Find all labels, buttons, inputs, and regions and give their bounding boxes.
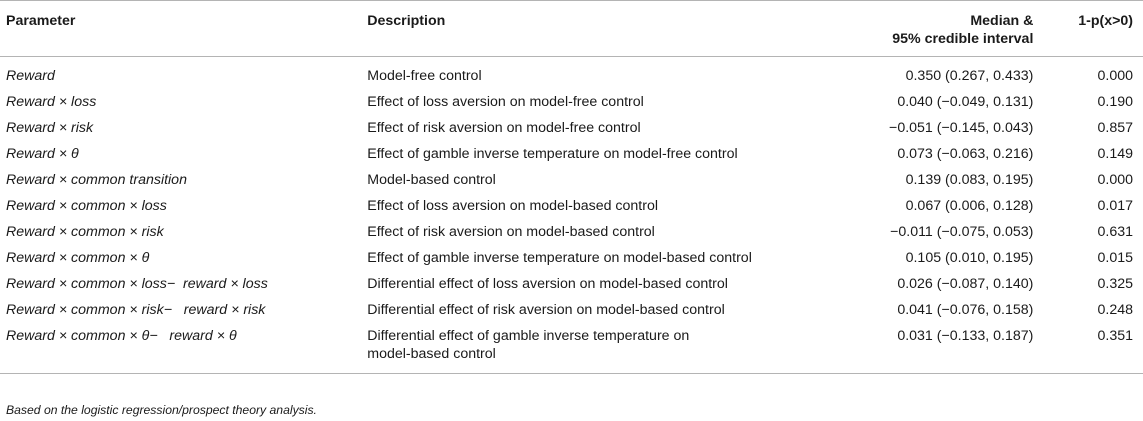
row-median: 0.040 (−0.049, 0.131) bbox=[897, 94, 1034, 110]
row-median: 0.067 (0.006, 0.128) bbox=[905, 198, 1034, 214]
table-row: Reward × common × loss Effect of loss av… bbox=[0, 194, 1143, 220]
row-parameter: Reward × common × risk− reward × risk bbox=[6, 302, 266, 318]
row-probability: 0.248 bbox=[1097, 302, 1133, 318]
row-median: −0.011 (−0.075, 0.053) bbox=[890, 224, 1034, 240]
table-row: Reward × risk Effect of risk aversion on… bbox=[0, 116, 1143, 142]
table-row: Reward × common × risk− reward × risk Di… bbox=[0, 298, 1143, 324]
row-description: Effect of gamble inverse temperature on … bbox=[367, 250, 752, 266]
row-median: 0.350 (0.267, 0.433) bbox=[905, 68, 1034, 84]
row-description: Effect of loss aversion on model-free co… bbox=[367, 94, 644, 110]
header-median-line2: 95% credible interval bbox=[892, 31, 1034, 47]
row-median: 0.031 (−0.133, 0.187) bbox=[824, 324, 1034, 374]
row-probability: 0.000 bbox=[1097, 68, 1133, 84]
row-median: −0.051 (−0.145, 0.043) bbox=[889, 120, 1034, 136]
table-row: Reward × loss Effect of loss aversion on… bbox=[0, 90, 1143, 116]
row-probability: 0.015 bbox=[1097, 250, 1133, 266]
header-row: Parameter Description Median & 95% credi… bbox=[0, 0, 1143, 57]
row-parameter: Reward × common × risk bbox=[6, 224, 164, 240]
table-row: Reward × common × θ Effect of gamble inv… bbox=[0, 246, 1143, 272]
row-description: Effect of risk aversion on model-free co… bbox=[367, 120, 641, 136]
row-description: Effect of risk aversion on model-based c… bbox=[367, 224, 655, 240]
row-probability: 0.149 bbox=[1097, 146, 1133, 162]
table-row: Reward × common × θ− reward × θ Differen… bbox=[0, 324, 1143, 374]
row-median: 0.139 (0.083, 0.195) bbox=[905, 172, 1034, 188]
table-row: Reward × common × loss− reward × loss Di… bbox=[0, 272, 1143, 298]
row-median: 0.041 (−0.076, 0.158) bbox=[897, 302, 1034, 318]
row-parameter: Reward × common × θ− reward × θ bbox=[0, 324, 368, 374]
table-row: Reward Model-free control 0.350 (0.267, … bbox=[0, 57, 1143, 91]
row-median: 0.105 (0.010, 0.195) bbox=[905, 250, 1034, 266]
table-header: Parameter Description Median & 95% credi… bbox=[0, 0, 1143, 57]
row-description: Model-free control bbox=[367, 68, 482, 84]
row-probability: 0.000 bbox=[1097, 172, 1133, 188]
row-probability: 0.857 bbox=[1097, 120, 1133, 136]
row-parameter: Reward × common × loss bbox=[6, 198, 167, 214]
row-probability: 0.351 bbox=[1033, 324, 1143, 374]
header-probability: 1-p(x>0) bbox=[1033, 0, 1143, 57]
table-body: Reward Model-free control 0.350 (0.267, … bbox=[0, 57, 1143, 374]
row-description: Effect of gamble inverse temperature on … bbox=[367, 146, 738, 162]
row-description-line2: model-based control bbox=[367, 346, 496, 362]
row-parameter: Reward × θ bbox=[6, 146, 79, 162]
row-probability: 0.631 bbox=[1097, 224, 1133, 240]
row-probability: 0.325 bbox=[1097, 276, 1133, 292]
row-description: Differential effect of gamble inverse te… bbox=[367, 324, 825, 374]
table-footnote: Based on the logistic regression/prospec… bbox=[6, 403, 317, 417]
results-table: Parameter Description Median & 95% credi… bbox=[0, 0, 1143, 374]
row-parameter: Reward bbox=[6, 68, 55, 84]
row-probability: 0.190 bbox=[1097, 94, 1133, 110]
row-description: Differential effect of loss aversion on … bbox=[367, 276, 728, 292]
row-description: Effect of loss aversion on model-based c… bbox=[367, 198, 659, 214]
row-probability: 0.017 bbox=[1097, 198, 1133, 214]
row-description-line1: Differential effect of gamble inverse te… bbox=[367, 328, 690, 344]
header-parameter: Parameter bbox=[0, 0, 368, 57]
table-row: Reward × common × risk Effect of risk av… bbox=[0, 220, 1143, 246]
row-median: 0.073 (−0.063, 0.216) bbox=[897, 146, 1034, 162]
row-parameter: Reward × risk bbox=[6, 120, 94, 136]
row-parameter: Reward × loss bbox=[6, 94, 97, 110]
row-description: Model-based control bbox=[367, 172, 496, 188]
row-median: 0.026 (−0.087, 0.140) bbox=[897, 276, 1034, 292]
header-median: Median & 95% credible interval bbox=[824, 0, 1034, 57]
row-parameter: Reward × common transition bbox=[6, 172, 187, 188]
table-row: Reward × θ Effect of gamble inverse temp… bbox=[0, 142, 1143, 168]
row-parameter: Reward × common × loss− reward × loss bbox=[6, 276, 268, 292]
header-description: Description bbox=[367, 0, 825, 57]
row-parameter: Reward × common × θ bbox=[6, 250, 150, 266]
row-description: Differential effect of risk aversion on … bbox=[367, 302, 725, 318]
header-median-line1: Median & bbox=[970, 13, 1034, 29]
table-row: Reward × common transition Model-based c… bbox=[0, 168, 1143, 194]
